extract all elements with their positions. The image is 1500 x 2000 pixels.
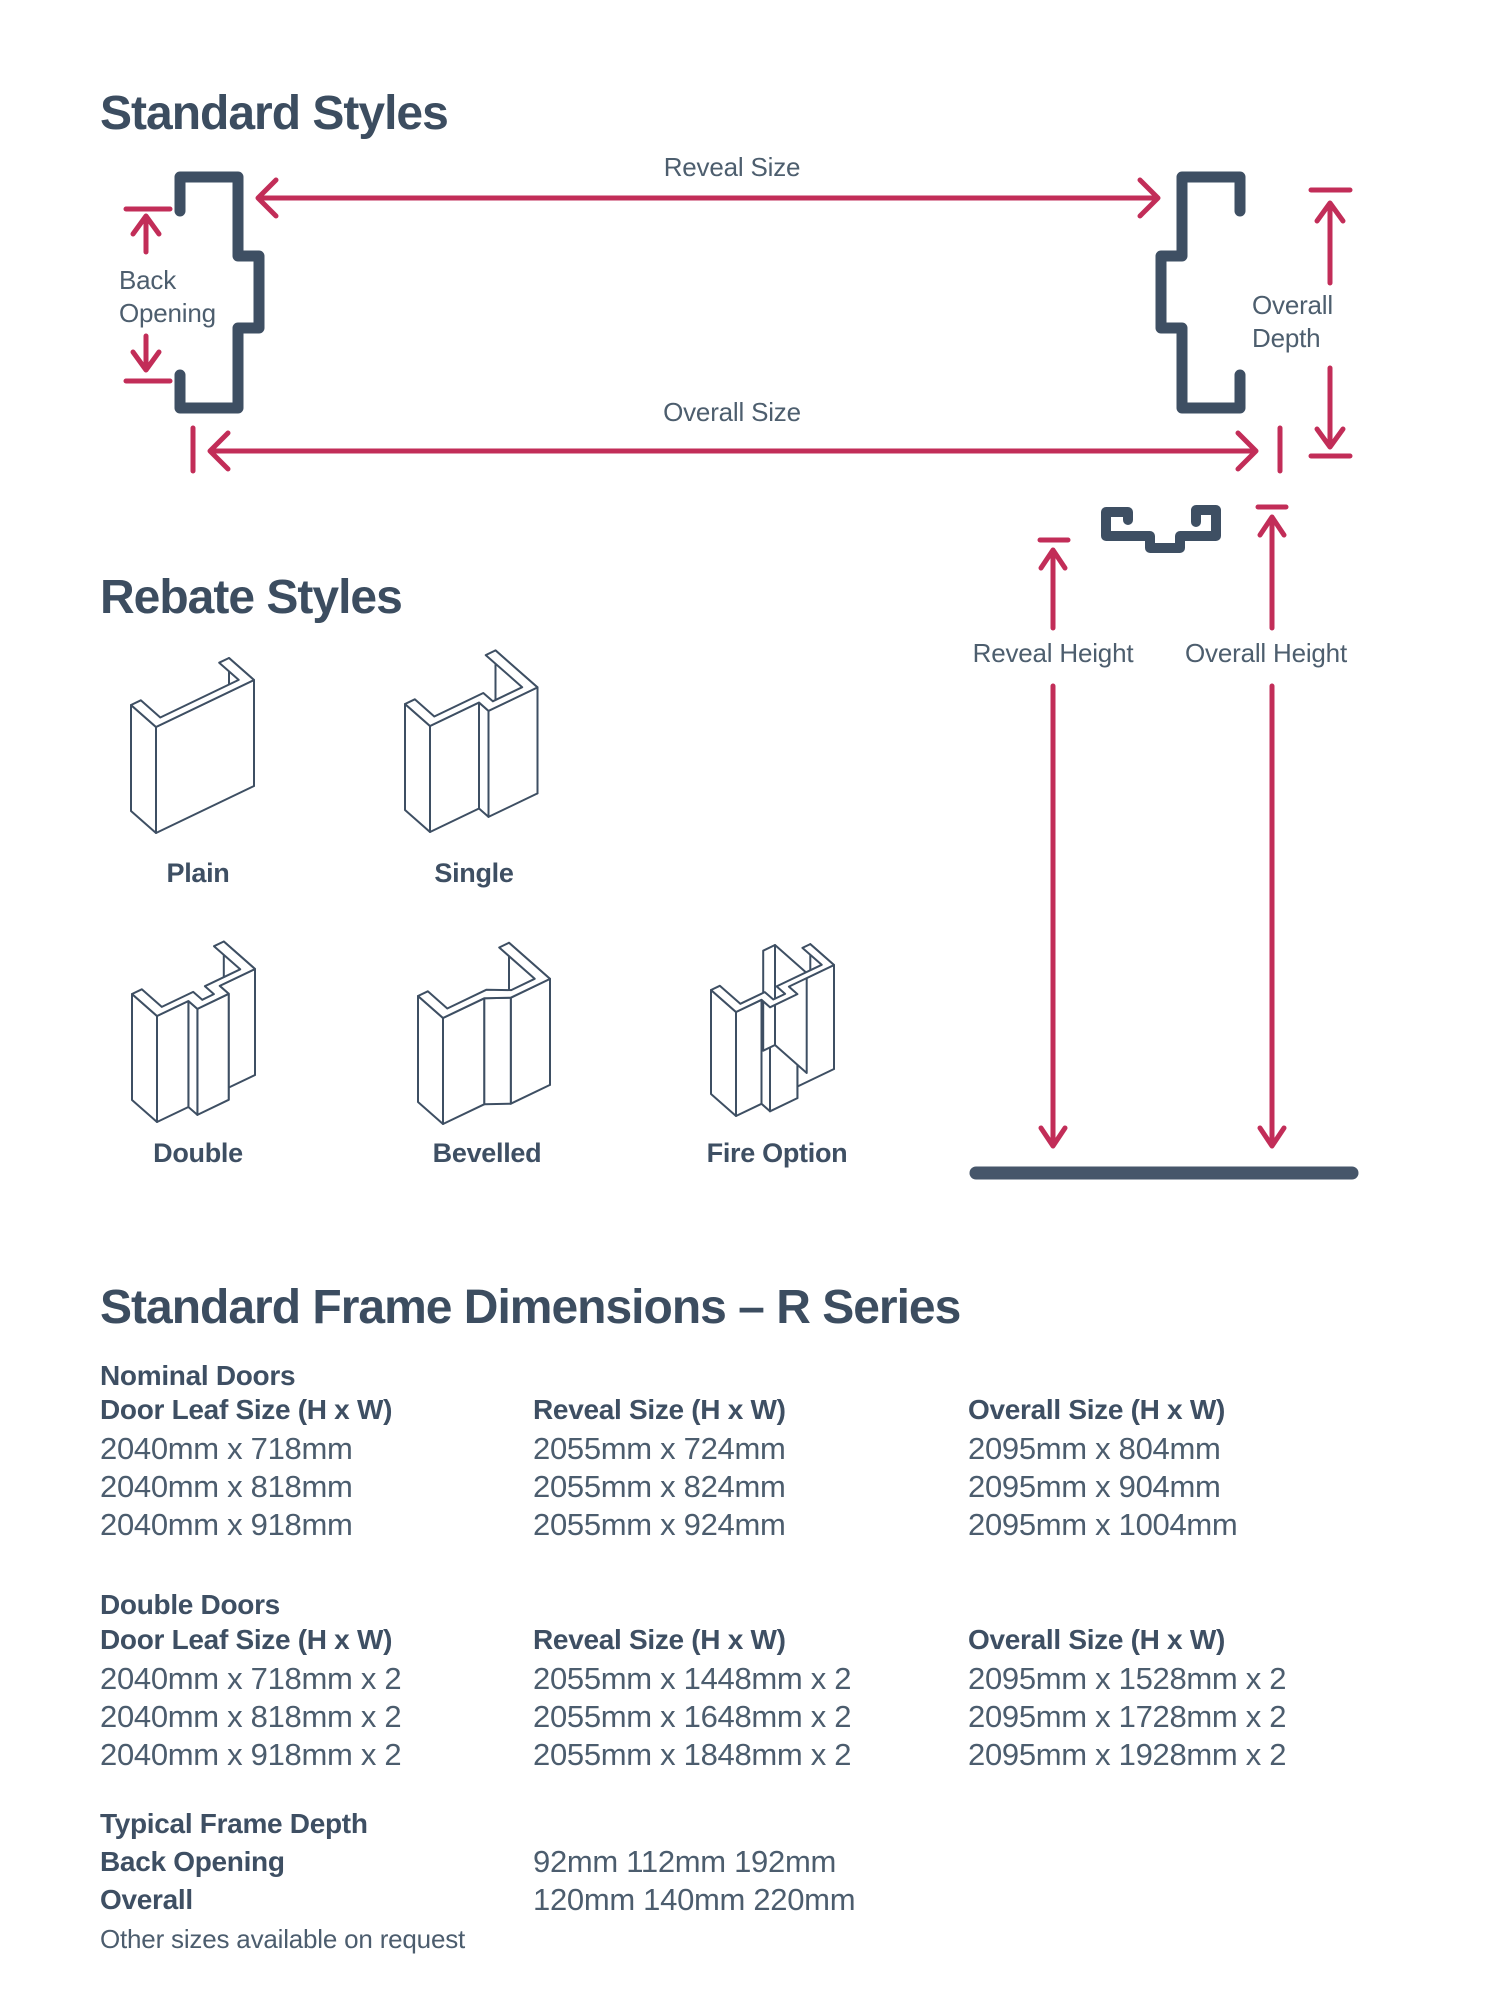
table-cell: 2040mm x 918mm: [100, 1507, 353, 1542]
back-opening-row-label: Back Opening: [100, 1846, 285, 1877]
table-cell: 2055mm x 1848mm x 2: [533, 1737, 852, 1772]
overall-row-label: Overall: [100, 1884, 193, 1915]
overall-size-arrow: [190, 425, 1283, 474]
table-cell: 2095mm x 1004mm: [968, 1507, 1238, 1542]
overall-depth-label: Overall Depth: [1252, 290, 1333, 353]
double-doors-table: Door Leaf Size (H x W) Reveal Size (H x …: [100, 1622, 1428, 1774]
reveal-height-arrow: [1037, 537, 1071, 1149]
table-cell: 2055mm x 1648mm x 2: [533, 1699, 852, 1734]
back-opening-arrows: [123, 206, 173, 384]
overall-depth-arrows: [1308, 187, 1353, 459]
back-opening-label: Back Opening: [119, 265, 216, 328]
table-cell: 2055mm x 824mm: [533, 1469, 786, 1504]
single-profile-drawing: [404, 649, 539, 833]
column-header: Reveal Size (H x W): [533, 1624, 786, 1655]
table-cell: 2040mm x 718mm: [100, 1431, 353, 1466]
column-header: Door Leaf Size (H x W): [100, 1394, 393, 1425]
overall-height-arrow: [1255, 504, 1289, 1149]
overall-size-label: Overall Size: [663, 397, 801, 427]
reveal-size-label: Reveal Size: [663, 152, 801, 182]
column-header: Door Leaf Size (H x W): [100, 1624, 393, 1655]
rebate-label-bevelled: Bevelled: [432, 1138, 542, 1168]
table-cell: 2055mm x 924mm: [533, 1507, 786, 1542]
nominal-doors-table: Door Leaf Size (H x W) Reveal Size (H x …: [100, 1392, 1428, 1544]
rebate-label-fire-option: Fire Option: [706, 1138, 848, 1168]
double-profile-drawing: [131, 940, 256, 1123]
table-cell: 2055mm x 1448mm x 2: [533, 1661, 852, 1696]
table-cell: 2095mm x 1928mm x 2: [968, 1737, 1287, 1772]
rebate-label-single: Single: [434, 858, 514, 888]
reveal-size-arrow: [255, 177, 1161, 219]
right-jamb-profile: [1155, 171, 1246, 414]
table-cell: 2095mm x 904mm: [968, 1469, 1221, 1504]
rebate-style-double: [118, 940, 278, 1135]
table-cell: 2055mm x 724mm: [533, 1431, 786, 1466]
table-cell: 2095mm x 1528mm x 2: [968, 1661, 1287, 1696]
overall-height-label: Overall Height: [1185, 638, 1347, 668]
table-cell: 2040mm x 818mm: [100, 1469, 353, 1504]
column-header: Overall Size (H x W): [968, 1624, 1225, 1655]
bevelled-profile-drawing: [417, 941, 551, 1125]
nominal-doors-title: Nominal Doors: [100, 1360, 296, 1391]
back-opening-row-values: 92mm 112mm 192mm: [533, 1844, 836, 1879]
rebate-style-single: [394, 648, 554, 843]
rebate-styles-title: Rebate Styles: [100, 571, 403, 624]
rebate-style-plain: [118, 650, 278, 845]
overall-row-values: 120mm 140mm 220mm: [533, 1882, 856, 1917]
other-sizes-note: Other sizes available on request: [100, 1924, 466, 1954]
frame-head-profile: [1101, 505, 1221, 553]
table-cell: 2040mm x 918mm x 2: [100, 1737, 402, 1772]
frame-height-diagram: [969, 504, 1359, 1180]
dimensions-title: Standard Frame Dimensions – R Series: [100, 1281, 961, 1334]
rebate-style-bevelled: [407, 940, 567, 1135]
column-header: Overall Size (H x W): [968, 1394, 1225, 1425]
rebate-style-fire-option: [697, 938, 857, 1133]
fire-option-profile-drawing: [710, 943, 835, 1117]
rebate-label-double: Double: [153, 1138, 243, 1168]
table-cell: 2040mm x 818mm x 2: [100, 1699, 402, 1734]
column-header: Reveal Size (H x W): [533, 1394, 786, 1425]
plain-profile-drawing: [130, 657, 255, 834]
table-cell: 2095mm x 1728mm x 2: [968, 1699, 1287, 1734]
reveal-height-label: Reveal Height: [972, 638, 1134, 668]
frame-depth-title: Typical Frame Depth: [100, 1808, 368, 1839]
rebate-label-plain: Plain: [166, 858, 230, 888]
double-doors-title: Double Doors: [100, 1589, 280, 1620]
standard-styles-title: Standard Styles: [100, 87, 449, 140]
frame-width-diagram: [123, 171, 1353, 474]
table-cell: 2095mm x 804mm: [968, 1431, 1221, 1466]
table-cell: 2040mm x 718mm x 2: [100, 1661, 402, 1696]
left-jamb-profile: [174, 171, 265, 414]
